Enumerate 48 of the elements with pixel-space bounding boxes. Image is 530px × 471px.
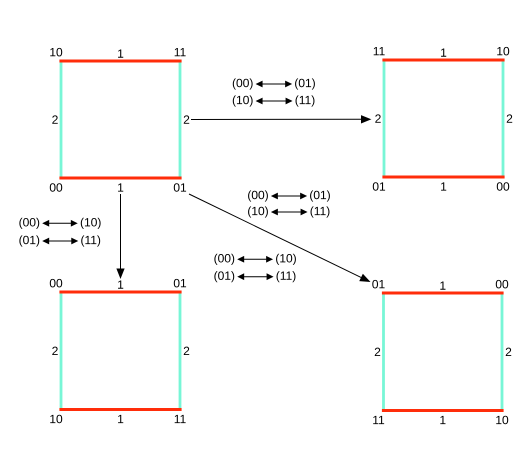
state-label: (10) (232, 95, 253, 107)
side-label: 2 (184, 346, 190, 356)
state-label: (00) (19, 218, 40, 229)
state-label: (11) (296, 95, 314, 107)
state-label: (00) (248, 190, 268, 202)
vertex-label: 00 (496, 280, 508, 288)
state-label: (11) (276, 271, 296, 282)
vertex-label: 11 (174, 414, 186, 424)
side-label: 2 (374, 348, 380, 356)
state-label: (00) (214, 254, 234, 265)
side-label: 1 (118, 280, 124, 289)
side-label: 1 (441, 48, 446, 57)
vertex-label: 10 (497, 46, 510, 56)
state-label: (00) (232, 78, 253, 90)
vertex-label: 11 (373, 416, 384, 424)
vertex-label: 10 (496, 416, 508, 424)
state-label: (10) (248, 206, 268, 218)
state-label: (01) (295, 78, 315, 90)
side-label: 2 (506, 348, 512, 356)
side-label: 1 (441, 182, 446, 191)
vertex-label: 10 (50, 414, 62, 424)
side-label: 1 (118, 414, 124, 424)
vertex-label: 01 (372, 280, 385, 288)
vertex-label: 01 (372, 182, 386, 191)
side-label: 2 (184, 115, 190, 124)
side-label: 2 (375, 114, 381, 123)
state-label: (11) (310, 206, 330, 218)
state-label: (01) (19, 235, 40, 247)
side-label: 1 (440, 416, 446, 424)
vertex-label: 11 (174, 48, 186, 56)
side-label: 1 (440, 281, 446, 290)
vertex-label: 01 (174, 183, 186, 192)
state-label: (01) (310, 190, 330, 202)
side-label: 1 (118, 183, 124, 192)
state-label: (10) (276, 254, 296, 265)
state-label: (11) (81, 235, 100, 247)
vertex-label: 00 (50, 183, 62, 192)
vertex-label: 01 (174, 278, 186, 288)
vertex-label: 00 (496, 182, 510, 191)
vertex-label: 10 (50, 48, 62, 56)
vertex-label: 00 (50, 278, 62, 288)
side-label: 2 (52, 346, 58, 356)
side-label: 1 (118, 49, 124, 58)
state-label: (10) (80, 218, 101, 229)
side-label: 2 (506, 114, 512, 123)
vertex-label: 11 (374, 47, 385, 56)
state-label: (01) (214, 271, 234, 282)
side-label: 2 (52, 115, 58, 124)
